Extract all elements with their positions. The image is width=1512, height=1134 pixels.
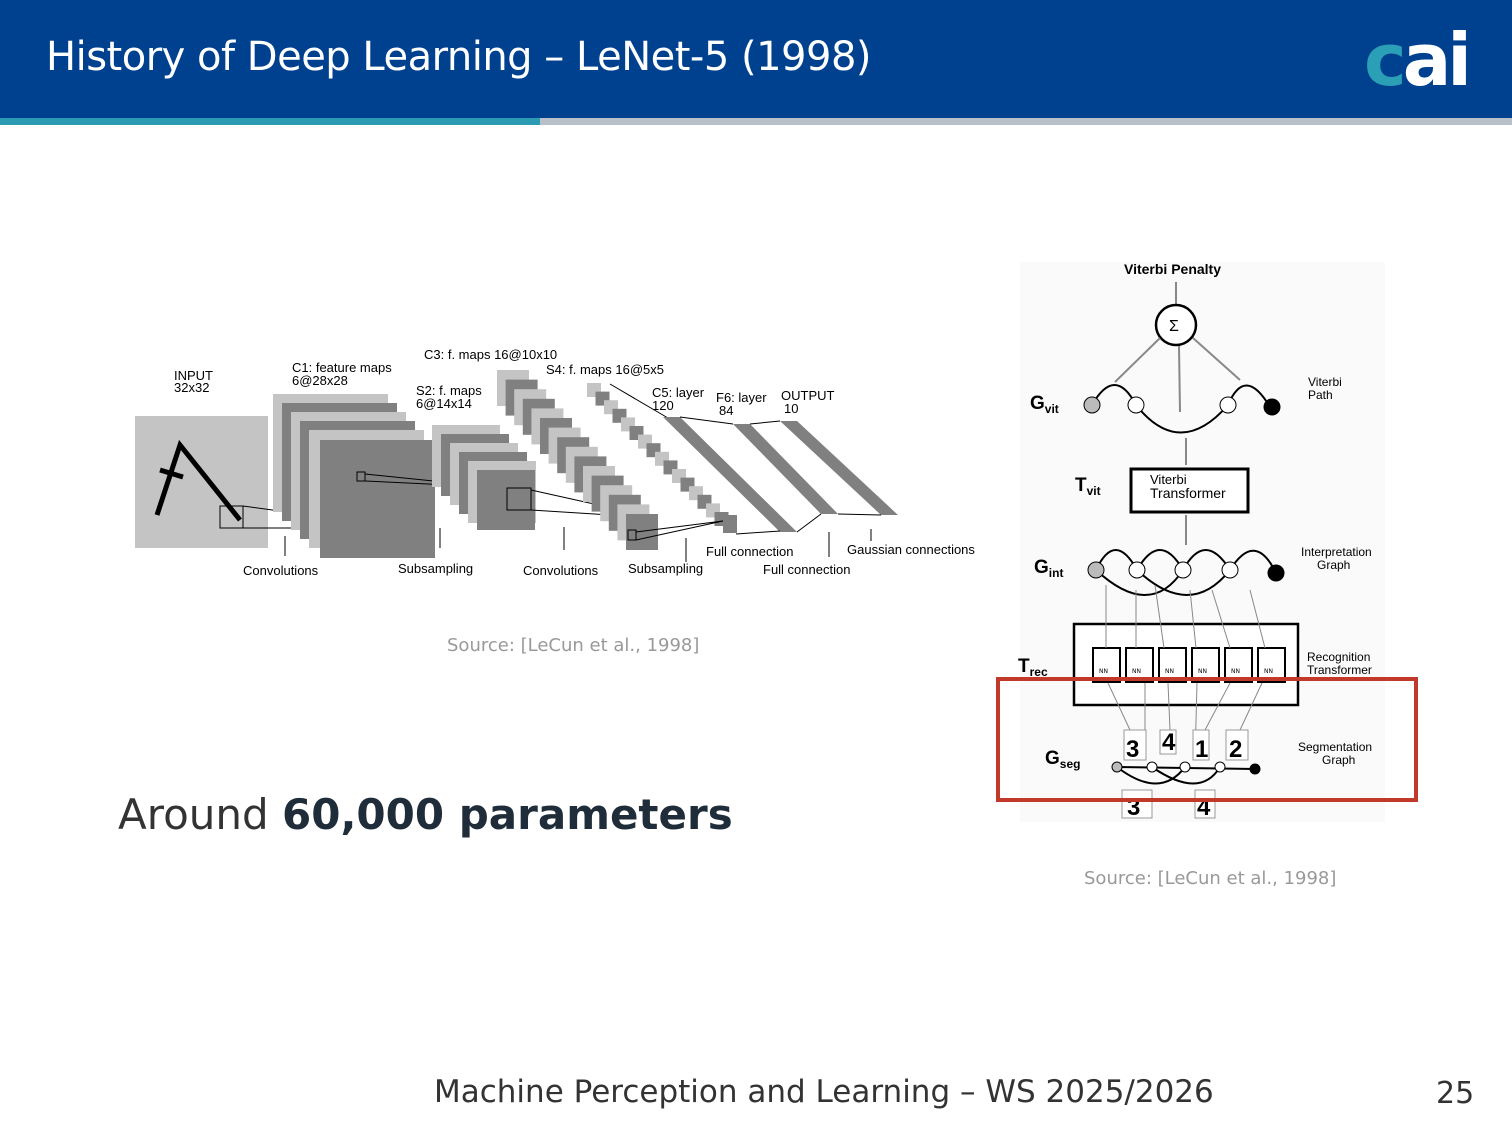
op-label: Full connection [706,544,793,559]
nn-box [1158,647,1187,683]
op-label: Convolutions [243,563,319,578]
input-plane [135,416,406,548]
s4-feature-maps [587,383,729,526]
f6-label: F6: layer [716,390,767,405]
nn-box [1125,647,1154,683]
parameter-count-value: 60,000 parameters [282,790,733,839]
nn-label: NN [1132,668,1141,675]
nn-label: NN [1264,668,1273,675]
digit-image: 2 [1229,736,1242,763]
nn-box [1191,647,1220,683]
nn-label: NN [1099,668,1108,675]
input-label: INPUT [174,368,213,383]
c3-label: C3: f. maps 16@10x10 [424,347,557,362]
page-number: 25 [1436,1076,1475,1111]
digit-image: 3 [1126,736,1139,763]
s2-label: S2: f. maps [416,383,482,398]
output-size-label: 10 [784,401,798,416]
digit-image: 4 [1162,729,1176,756]
c5-size-label: 120 [652,398,674,413]
segmentation-graph-label: Segmentation [1298,740,1372,754]
lenet-source-caption: Source: [LeCun et al., 1998] [447,635,700,656]
nn-label: NN [1165,668,1174,675]
gtn-diagram: NN NN NN NN NN NN [1020,262,1385,822]
op-label: Gaussian connections [847,542,975,557]
viterbi-transformer-label: Viterbi [1150,472,1187,487]
c1-label: C1: feature maps [292,360,392,375]
f6-size-label: 84 [719,403,733,418]
g-int-label: Gint [1034,557,1063,580]
cai-logo: cai [1364,18,1472,102]
g-vit-label: Gvit [1030,393,1059,416]
s4-label: S4: f. maps 16@5x5 [546,362,664,377]
slide-title: History of Deep Learning – LeNet-5 (1998… [46,34,872,80]
viterbi-transformer-label: Transformer [1150,485,1226,501]
op-label: Subsampling [398,561,473,576]
digit-image: 1 [1195,736,1208,763]
c1-feature-maps [273,394,493,558]
op-label: Full connection [763,562,850,577]
t-rec-label: Trec [1018,656,1048,679]
nn-label: NN [1231,668,1240,675]
op-label: Convolutions [523,563,599,578]
viterbi-path-label: Viterbi [1308,375,1342,389]
nn-box [1092,647,1121,683]
t-vit-label: Tvit [1075,475,1101,498]
c1-size-label: 6@28x28 [292,373,348,388]
input-size-label: 32x32 [174,380,209,395]
viterbi-penalty-label: Viterbi Penalty [1124,261,1221,277]
recognition-transformer-label: Recognition [1307,650,1370,664]
op-label: Subsampling [628,561,703,576]
sigma-label: Σ [1169,318,1179,335]
s2-size-label: 6@14x14 [416,396,472,411]
recognition-transformer-label: Transformer [1307,663,1372,677]
nn-box [1224,647,1253,683]
parameter-count-text: Around 60,000 parameters [118,790,733,839]
header-stripe-accent [0,118,540,125]
segmentation-graph-label: Graph [1322,753,1355,767]
nn-label: NN [1198,668,1207,675]
fc-layers [609,383,898,541]
output-label: OUTPUT [781,388,835,403]
c3-feature-maps [497,370,658,550]
slide-header [0,0,1512,118]
highlight-box [996,677,1418,802]
feature-map [626,514,658,550]
c5-label: C5: layer [652,385,705,400]
interpretation-graph-label: Graph [1317,558,1350,572]
gtn-source-caption: Source: [LeCun et al., 1998] [1084,868,1337,889]
header-stripe-grey [540,118,1512,125]
op-tick-marks [284,527,872,562]
viterbi-path-label: Path [1308,388,1333,402]
interpretation-graph-label: Interpretation [1301,545,1372,559]
nn-box [1257,647,1286,683]
g-seg-label: Gseg [1045,748,1080,771]
footer-course-title: Machine Perception and Learning – WS 202… [434,1074,1214,1110]
